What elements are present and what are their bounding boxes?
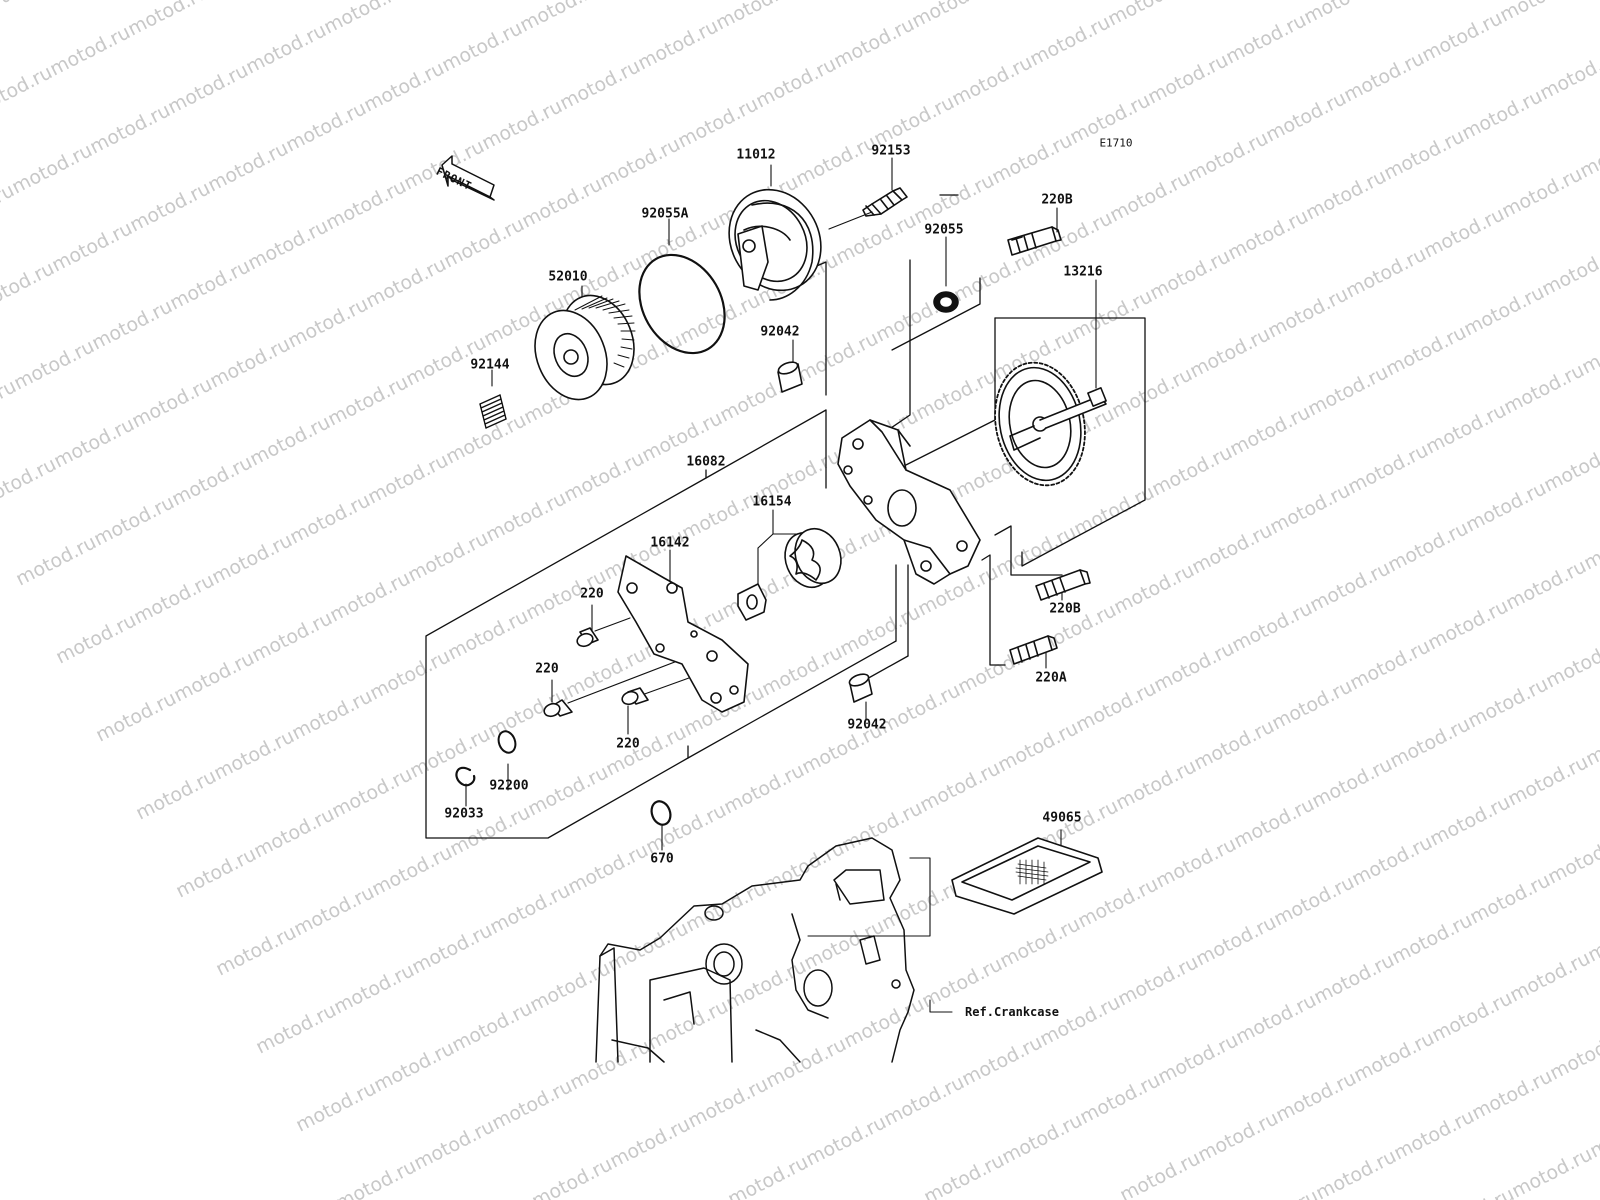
part-label-11012[interactable]: 11012 [736,147,776,163]
assembly-bracket-16082 [425,409,897,839]
part-label-92055A[interactable]: 92055A [641,206,689,222]
circlip-icon [455,766,476,787]
screw-c-icon [621,687,649,706]
part-label-49065[interactable]: 49065 [1042,810,1082,826]
oil-filter-cover-icon [728,188,822,301]
front-arrow-icon [441,155,495,201]
washer-icon [497,730,517,754]
part-label-220-a[interactable]: 220 [580,586,604,602]
filter-pleats-icon [574,295,636,368]
part-label-52010[interactable]: 52010 [548,269,588,285]
part-label-92042-top[interactable]: 92042 [760,324,800,340]
part-label-220B-top[interactable]: 220B [1041,192,1073,208]
o-ring-small-icon [650,800,672,826]
pump-cover-plate-icon [617,555,749,713]
oil-pump-body-icon [837,419,981,585]
pump-rotor-icon [737,527,842,621]
pump-gear-icon [994,361,1107,487]
part-label-16142[interactable]: 16142 [650,535,690,551]
screw-b-icon [543,699,573,718]
pump-bolt-a-icon [1009,635,1058,665]
part-label-92200[interactable]: 92200 [489,778,529,794]
pump-bolt-right-icon [1035,569,1091,601]
pump-bolt-top-icon [1007,226,1062,256]
oil-screen-icon [951,837,1103,915]
part-label-92055[interactable]: 92055 [924,222,964,238]
dowel-pin-bottom-icon [848,673,873,703]
part-label-92042-bottom[interactable]: 92042 [847,717,887,733]
oil-filter-icon [534,294,640,401]
screw-icons [543,627,649,718]
diagram-code: E1710 [1099,136,1133,150]
part-label-220-b[interactable]: 220 [535,661,559,677]
ref-crankcase-label[interactable]: Ref.Crankcase [965,1005,1059,1019]
cover-bolt-icon [862,187,908,217]
part-label-16154[interactable]: 16154 [752,494,792,510]
part-label-220-c[interactable]: 220 [616,736,640,752]
part-label-220B-right[interactable]: 220B [1049,601,1081,617]
crankcase-reference-icon [595,837,915,1063]
oil-seal-icon [933,291,959,313]
screw-a-icon [576,627,599,648]
part-label-92033[interactable]: 92033 [444,806,484,822]
part-label-670[interactable]: 670 [650,851,674,867]
dowel-pin-top-icon [777,361,803,393]
part-label-13216[interactable]: 13216 [1063,264,1103,280]
part-label-220A[interactable]: 220A [1035,670,1067,686]
spring-icon [479,394,507,429]
part-label-16082[interactable]: 16082 [686,454,726,470]
o-ring-large-icon [638,253,726,355]
part-label-92144[interactable]: 92144 [470,357,510,373]
part-label-92153[interactable]: 92153 [871,143,911,159]
